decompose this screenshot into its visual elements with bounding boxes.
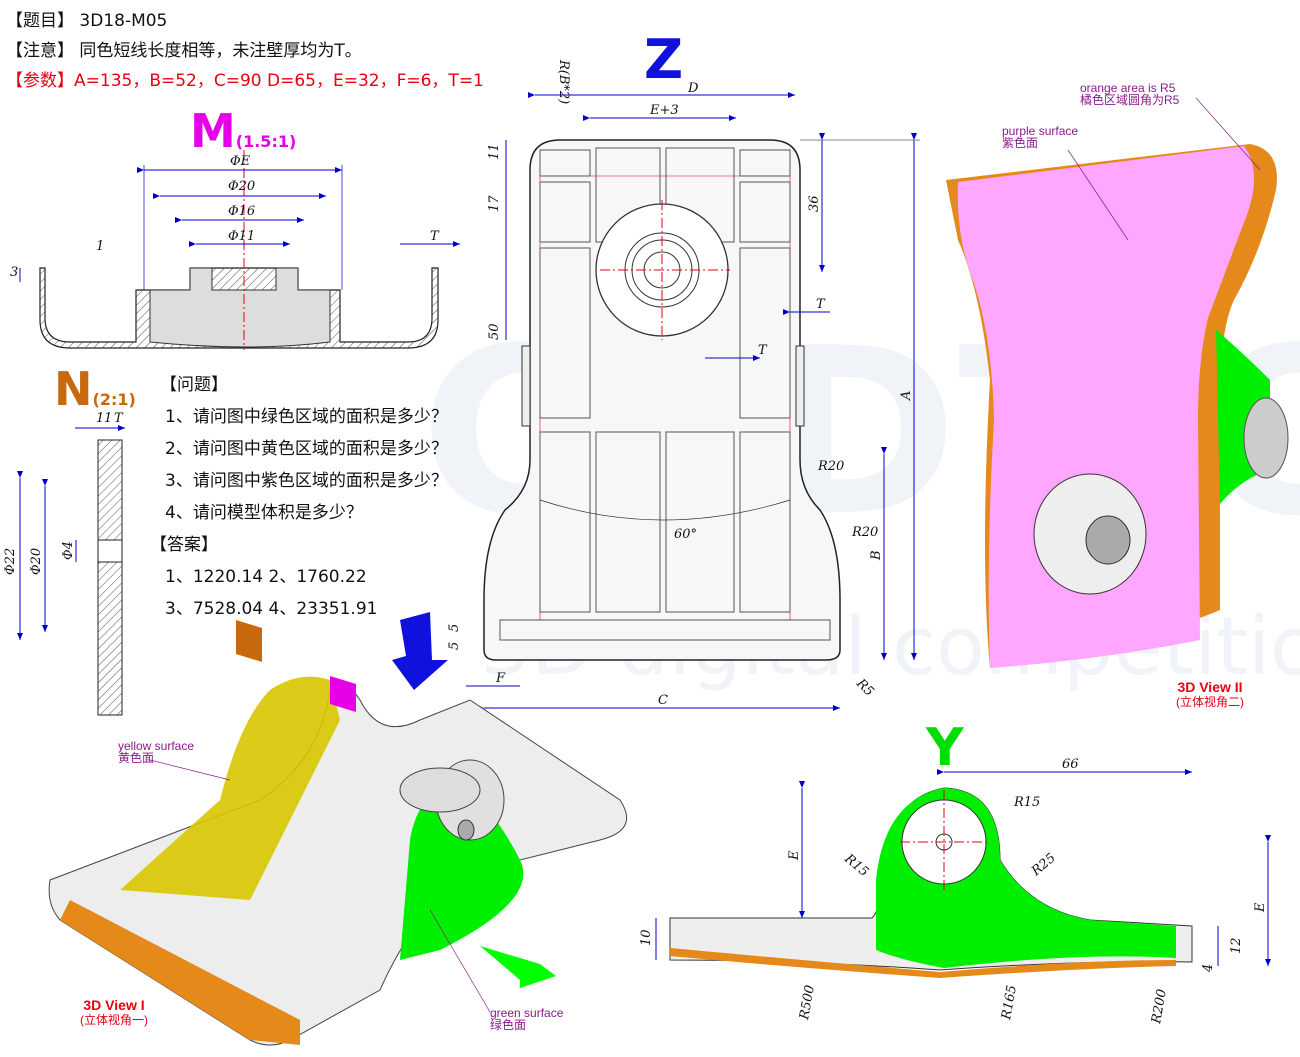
question-1: 1、请问图中绿色区域的面积是多少？: [165, 407, 448, 427]
view-1-caption: 3D View I(立体视角一): [80, 998, 148, 1028]
y-dim-12: 12: [1229, 937, 1244, 954]
view-y-elevation: 66 R15 E R15 R25 10 E 12 4 R500 R165 R20…: [639, 757, 1271, 1026]
orange-callout-zh: 橘色区域圆角为R5: [1080, 93, 1180, 107]
view-y-letter: Y: [926, 718, 964, 778]
title-tag: 【题目】: [6, 11, 74, 31]
answers-line-1: 1、1220.14 2、1760.22: [165, 567, 367, 587]
y-dim-r200: R200: [1149, 988, 1170, 1026]
z-dim-17: 17: [487, 195, 502, 212]
purple-callout-zh: 紫色面: [1002, 136, 1039, 150]
m-dim-16: Φ16: [228, 204, 255, 219]
z-dim-b: B: [869, 550, 884, 561]
y-dim-r15b: R15: [841, 851, 872, 880]
orange-callout-en: orange area is R5: [1080, 81, 1176, 95]
question-3: 3、请问图中紫色区域的面积是多少？: [165, 471, 448, 491]
note-tag: 【注意】: [6, 41, 74, 61]
y-dim-66: 66: [1062, 757, 1079, 772]
view-3d-1: [48, 612, 628, 1046]
z-dim-5a: 5: [447, 624, 462, 632]
y-dim-e1: E: [787, 850, 802, 861]
n-dim-22: Φ22: [3, 548, 18, 575]
view-n-label: N(2:1): [54, 362, 136, 416]
question-4: 4、请问模型体积是多少？: [165, 503, 363, 523]
view-z-letter: Z: [644, 28, 684, 91]
y-dim-r165: R165: [999, 984, 1020, 1022]
y-dim-r500: R500: [797, 984, 818, 1022]
z-dim-11: 11: [487, 143, 502, 160]
params-line: 【参数】A=135，B=52，C=90 D=65，E=32，F=6，T=1: [6, 66, 484, 91]
z-dim-r20b: R20: [851, 525, 878, 540]
title-text: 3D18-M05: [79, 11, 168, 31]
yellow-callout-zh: 黄色面: [118, 751, 155, 765]
m-dim-11: Φ11: [228, 229, 255, 244]
y-dim-10: 10: [639, 929, 654, 946]
view-n-letter: N: [54, 362, 93, 416]
m-dim-3: 3: [10, 265, 18, 280]
n-dim-1a: 1: [96, 411, 104, 426]
view-1-title: 3D View I: [83, 997, 145, 1013]
y-dim-4: 4: [1201, 964, 1216, 973]
view-m-label: M(1.5:1): [190, 104, 296, 158]
green-callout-zh: 绿色面: [490, 1018, 527, 1032]
view-m-letter: M: [190, 104, 236, 158]
questions-tag: 【问题】: [160, 375, 228, 395]
z-dim-50: 50: [487, 323, 502, 340]
view-1-subtitle: (立体视角一): [80, 1013, 148, 1027]
n-dim-20: Φ20: [29, 548, 44, 575]
z-dim-f: F: [495, 671, 506, 686]
answers-line-2: 3、7528.04 4、23351.91: [165, 599, 378, 619]
view-2-caption: 3D View II(立体视角二): [1176, 680, 1244, 710]
view-m-scale: (1.5:1): [235, 132, 297, 151]
note-text: 同色短线长度相等，未注壁厚均为T。: [79, 41, 362, 61]
z-dim-36: 36: [807, 195, 822, 212]
m-dim-e: ΦE: [230, 154, 251, 169]
title-line: 【题目】 3D18-M05: [6, 6, 167, 31]
n-dim-1b: 1: [104, 411, 112, 426]
view-z-plan: R(B*2) D E+3 11 17 36 50 T T A R20 R20 B…: [447, 59, 920, 711]
question-2: 2、请问图中黄色区域的面积是多少？: [165, 439, 448, 459]
z-dim-angle: 60°: [674, 527, 697, 542]
z-dim-r20a: R20: [817, 459, 844, 474]
view-2-title: 3D View II: [1177, 679, 1243, 695]
z-dim-5b: 5: [447, 642, 462, 650]
purple-callout-en: purple surface: [1002, 124, 1079, 138]
m-dim-20: Φ20: [228, 179, 255, 194]
z-dim-d: D: [687, 81, 699, 96]
params-text: A=135，B=52，C=90 D=65，E=32，F=6，T=1: [74, 71, 484, 91]
view-m-section: ΦE Φ20 Φ16 Φ11 1 3 T: [10, 150, 460, 350]
z-dim-c: C: [658, 693, 668, 708]
answers-tag: 【答案】: [150, 535, 218, 555]
green-callout-en: green surface: [490, 1006, 564, 1020]
y-dim-e2: E: [1253, 902, 1268, 913]
n-dim-4: Φ4: [61, 541, 76, 560]
y-dim-r25: R25: [1028, 851, 1059, 880]
n-dim-t: T: [114, 411, 124, 426]
view-3d-2: [946, 97, 1289, 668]
z-dim-rb2: R(B*2): [556, 59, 571, 104]
note-line: 【注意】 同色短线长度相等，未注壁厚均为T。: [6, 36, 362, 61]
params-tag: 【参数】: [6, 71, 74, 91]
z-dim-a: A: [899, 391, 914, 401]
view-n-scale: (2:1): [92, 390, 136, 409]
z-dim-e3: E+3: [649, 103, 679, 118]
z-dim-t2: T: [758, 343, 768, 358]
z-dim-r5: R5: [852, 676, 876, 700]
yellow-callout-en: yellow surface: [118, 739, 195, 753]
view-2-subtitle: (立体视角二): [1176, 695, 1244, 709]
m-dim-t: T: [430, 229, 440, 244]
y-dim-r15a: R15: [1013, 795, 1040, 810]
view-n-section: 1 1 T Φ22 Φ20 Φ4: [3, 411, 125, 716]
m-dim-1: 1: [96, 239, 104, 254]
z-dim-t1: T: [816, 297, 826, 312]
